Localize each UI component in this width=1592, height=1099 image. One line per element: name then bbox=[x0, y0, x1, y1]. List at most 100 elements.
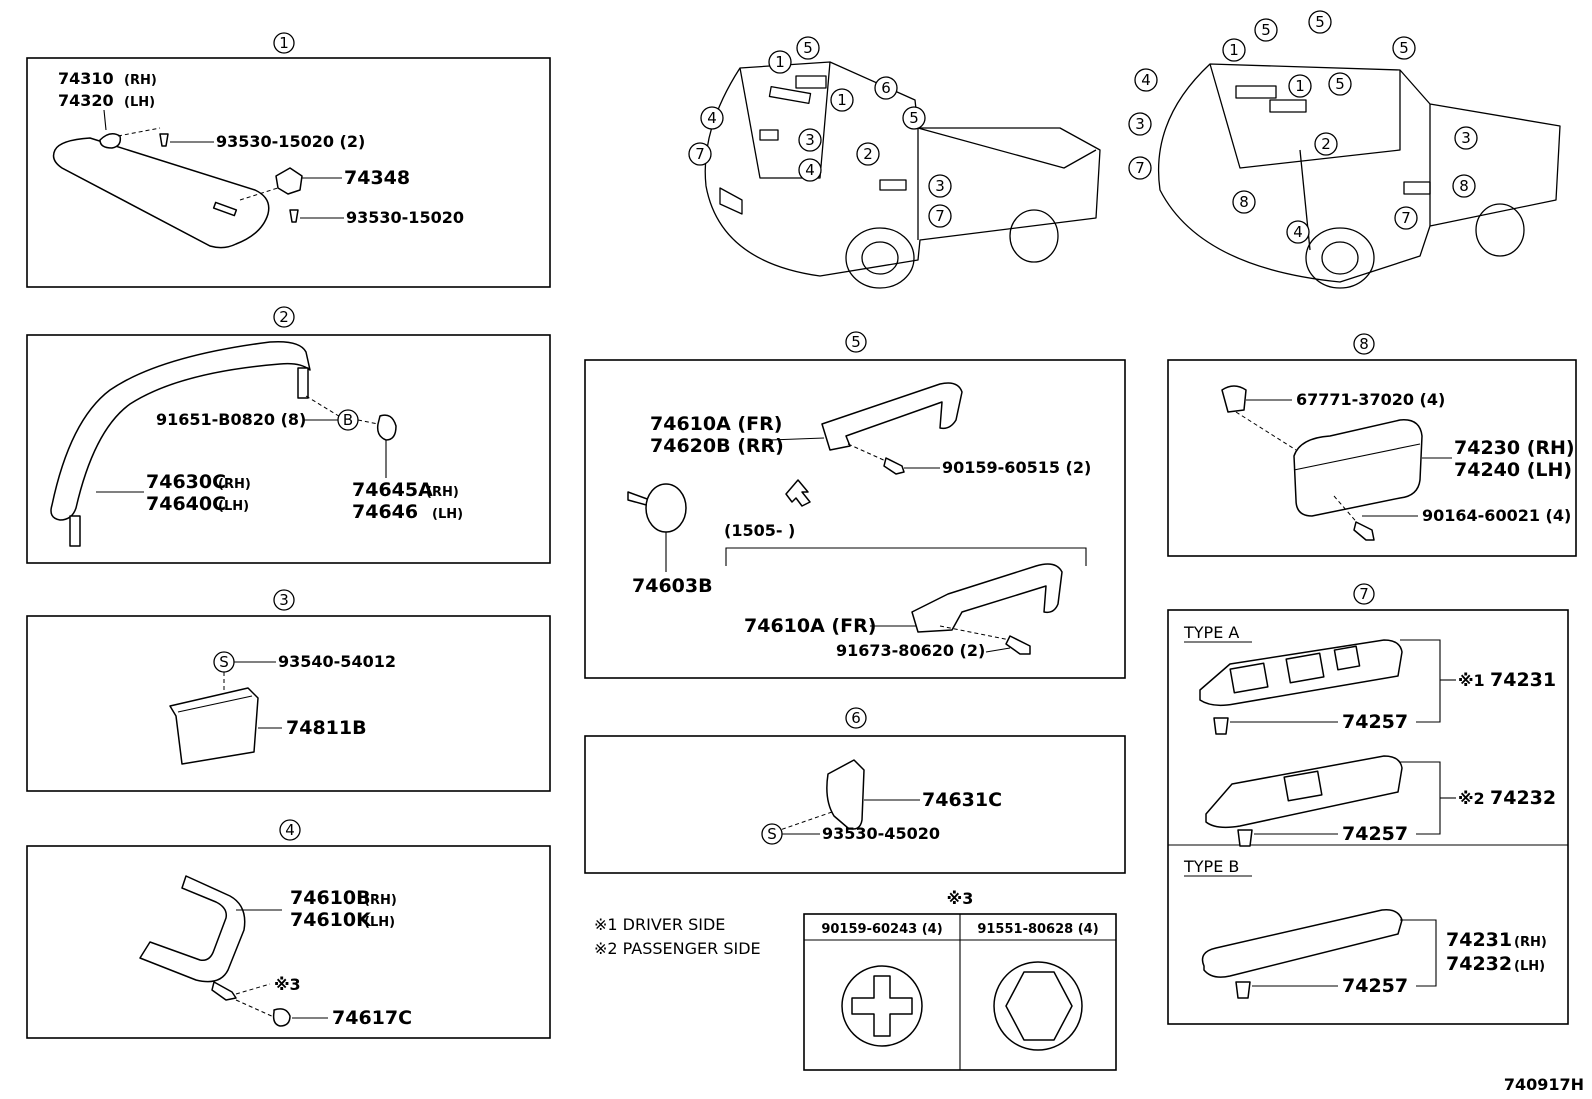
sc-callout-1b-label: 1 bbox=[837, 91, 847, 109]
visor-edge bbox=[61, 167, 211, 247]
double-cab-rear-grip bbox=[1403, 181, 1431, 195]
callout-1 bbox=[273, 32, 295, 54]
double-cab-grip bbox=[1269, 99, 1307, 113]
dc-callout-1b-label: 1 bbox=[1295, 77, 1305, 95]
part-93540-54012: 93540-54012 bbox=[278, 652, 396, 671]
sc-callout-4a-label: 4 bbox=[707, 109, 717, 127]
reference-table-title: ※3 bbox=[947, 889, 974, 908]
callout-3 bbox=[273, 589, 295, 611]
sc-callout-3a bbox=[798, 128, 822, 152]
part-74631c: 74631C bbox=[922, 789, 1002, 811]
sc-callout-4b bbox=[798, 158, 822, 182]
section-5-grips: 5 74610A (FR) 74620B (RR) 90159-60515 (2… bbox=[584, 331, 1126, 679]
truck-single-cab: 5 1 6 1 5 4 3 7 2 4 3 7 bbox=[688, 36, 1101, 289]
callout-4-label: 4 bbox=[285, 821, 295, 839]
switch-74231-cell-1 bbox=[1229, 662, 1269, 694]
reference-col-2: 91551-80628 (4) bbox=[977, 922, 1098, 937]
switch-74231-cell-2 bbox=[1285, 652, 1325, 684]
note-driver-side: ※1 DRIVER SIDE bbox=[594, 915, 725, 934]
section-3-pocket: 3 S 93540-54012 74811B bbox=[26, 589, 551, 792]
dc-callout-3b bbox=[1454, 126, 1478, 150]
visor-pivot bbox=[99, 133, 122, 149]
sc-callout-5a bbox=[796, 36, 820, 60]
dc-callout-5b-label: 5 bbox=[1315, 13, 1325, 31]
clip-74257-b-shape bbox=[1237, 829, 1253, 847]
sc-callout-5b-label: 5 bbox=[909, 109, 919, 127]
part-74640c-side: (LH) bbox=[218, 499, 249, 514]
callout-b-label: B bbox=[343, 411, 353, 429]
single-cab-body bbox=[704, 61, 1101, 277]
callout-1-label: 1 bbox=[279, 34, 289, 52]
part-93530-15020-2: 93530-15020 (2) bbox=[216, 132, 365, 151]
double-cab-visor bbox=[1235, 85, 1277, 99]
section-1-frame bbox=[26, 57, 551, 288]
part-74348: 74348 bbox=[344, 167, 410, 189]
part-74231-rh: 74231 bbox=[1446, 929, 1512, 951]
dc-callout-7b bbox=[1394, 206, 1418, 230]
part-74320-side: (LH) bbox=[124, 95, 155, 110]
dash-bolt-91673 bbox=[939, 625, 1011, 641]
dc-callout-5c bbox=[1392, 36, 1416, 60]
single-cab-switch bbox=[879, 179, 907, 191]
sc-callout-5b bbox=[902, 106, 926, 130]
callout-5 bbox=[845, 331, 867, 353]
part-74257-a: 74257 bbox=[1342, 711, 1408, 733]
screw-90164-shape bbox=[1353, 521, 1375, 541]
grip-screw-shape bbox=[211, 981, 237, 1001]
callout-3-label: 3 bbox=[279, 591, 289, 609]
section-7-switch-base: 7 TYPE A 74257 ※1 74231 74257 ※2 74232 T… bbox=[1167, 583, 1569, 1025]
section-4-assist-grip: 4 74610B (RH) 74610K (LH) ※3 74617C bbox=[26, 819, 551, 1039]
cap-74617c-shape bbox=[272, 1008, 291, 1027]
callout-7 bbox=[1353, 583, 1375, 605]
dc-callout-4a bbox=[1134, 68, 1158, 92]
clip-67771-shape bbox=[1221, 385, 1247, 413]
ref-note-3: ※3 bbox=[274, 975, 301, 994]
callout-5-label: 5 bbox=[851, 333, 861, 351]
part-74230-rh: 74230 (RH) bbox=[1454, 437, 1575, 459]
callout-7-label: 7 bbox=[1359, 585, 1369, 603]
section-6-frame bbox=[584, 735, 1126, 874]
sc-callout-7a-label: 7 bbox=[695, 145, 705, 163]
sc-callout-7b-label: 7 bbox=[935, 207, 945, 225]
bracket-74231 bbox=[1400, 639, 1441, 723]
dc-callout-7a bbox=[1128, 156, 1152, 180]
callout-8 bbox=[1353, 333, 1375, 355]
section-3-frame bbox=[26, 615, 551, 792]
grip-74610a-shape bbox=[821, 382, 963, 451]
cap-74645a-shape bbox=[376, 414, 397, 441]
leader-visor bbox=[103, 109, 107, 131]
part-74231-rh-side: (RH) bbox=[1514, 935, 1547, 950]
part-74310-side: (RH) bbox=[124, 73, 157, 88]
dc-callout-8a-label: 8 bbox=[1239, 193, 1249, 211]
part-74645a: 74645A bbox=[352, 479, 433, 501]
visor-clip-slot bbox=[212, 201, 238, 217]
single-cab-wheel-front bbox=[845, 227, 915, 289]
double-cab-wheel-rear bbox=[1475, 203, 1525, 257]
callout-s-sec6-label: S bbox=[767, 825, 777, 843]
sc-callout-5a-label: 5 bbox=[803, 39, 813, 57]
dash-clip bbox=[239, 185, 285, 201]
dc-callout-3a bbox=[1128, 112, 1152, 136]
type-b-label: TYPE B bbox=[1183, 857, 1239, 876]
sc-callout-1a-label: 1 bbox=[775, 53, 785, 71]
callout-s-sec3-label: S bbox=[219, 653, 229, 671]
part-90159-60515: 90159-60515 (2) bbox=[942, 458, 1091, 477]
pocket-lip bbox=[177, 695, 253, 713]
screw-a-shape bbox=[159, 133, 169, 147]
part-93530-45020: 93530-45020 bbox=[822, 824, 940, 843]
dash-grip-cap bbox=[235, 999, 277, 1019]
part-93530-15020: 93530-15020 bbox=[346, 208, 464, 227]
section-8-frame bbox=[1167, 359, 1577, 557]
section-1-sun-visor: 1 74310 (RH) 74320 (LH) 93530-15020 (2) … bbox=[26, 32, 551, 288]
part-74231: 74231 bbox=[1490, 669, 1556, 691]
section-7-frame bbox=[1167, 609, 1569, 1025]
double-cab-body bbox=[1157, 63, 1561, 283]
dc-callout-5d bbox=[1328, 72, 1352, 96]
reference-col-1: 90159-60243 (4) bbox=[821, 922, 942, 937]
single-cab-pocket bbox=[759, 129, 779, 141]
section-2-pillar-trim: 2 B 91651-B0820 (8) 74630C (RH) 74640C (… bbox=[26, 306, 551, 564]
callout-4 bbox=[279, 819, 301, 841]
sc-callout-1b bbox=[830, 88, 854, 112]
part-74620b-rr: 74620B (RR) bbox=[650, 435, 784, 457]
dash-screw-a bbox=[117, 127, 161, 137]
